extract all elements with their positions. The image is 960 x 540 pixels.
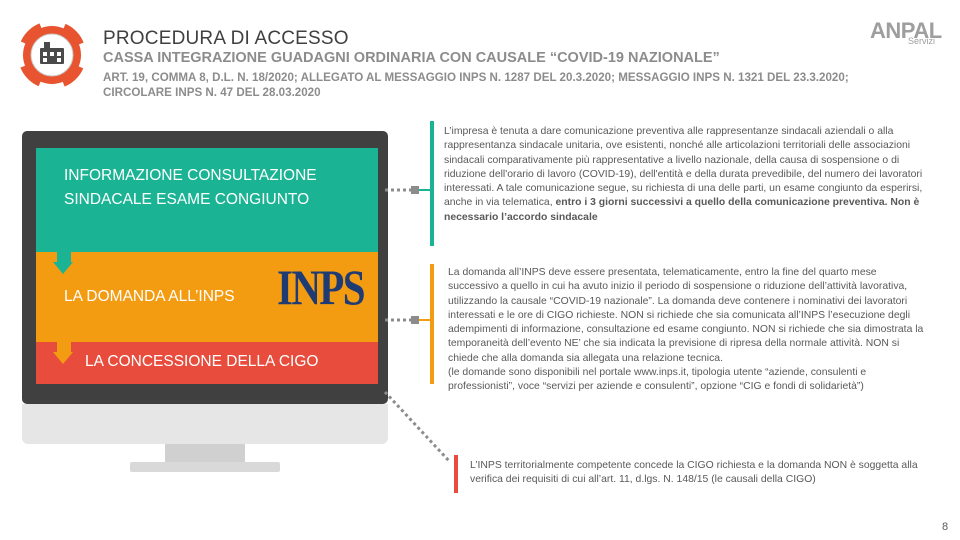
description-consultation: L’impresa è tenuta a dare comunicazione … xyxy=(444,125,934,225)
accent-bar-orange xyxy=(430,264,434,384)
description-concession: L’INPS territorialmente competente conce… xyxy=(470,459,940,488)
description-application: La domanda all’INPS deve essere presenta… xyxy=(448,266,928,395)
description-application-text: La domanda all’INPS deve essere presenta… xyxy=(448,266,928,366)
page-number: 8 xyxy=(942,521,948,533)
description-application-note: (le domande sono disponibili nel portale… xyxy=(448,366,928,395)
accent-bar-green xyxy=(430,121,434,246)
accent-bar-red xyxy=(454,455,458,493)
